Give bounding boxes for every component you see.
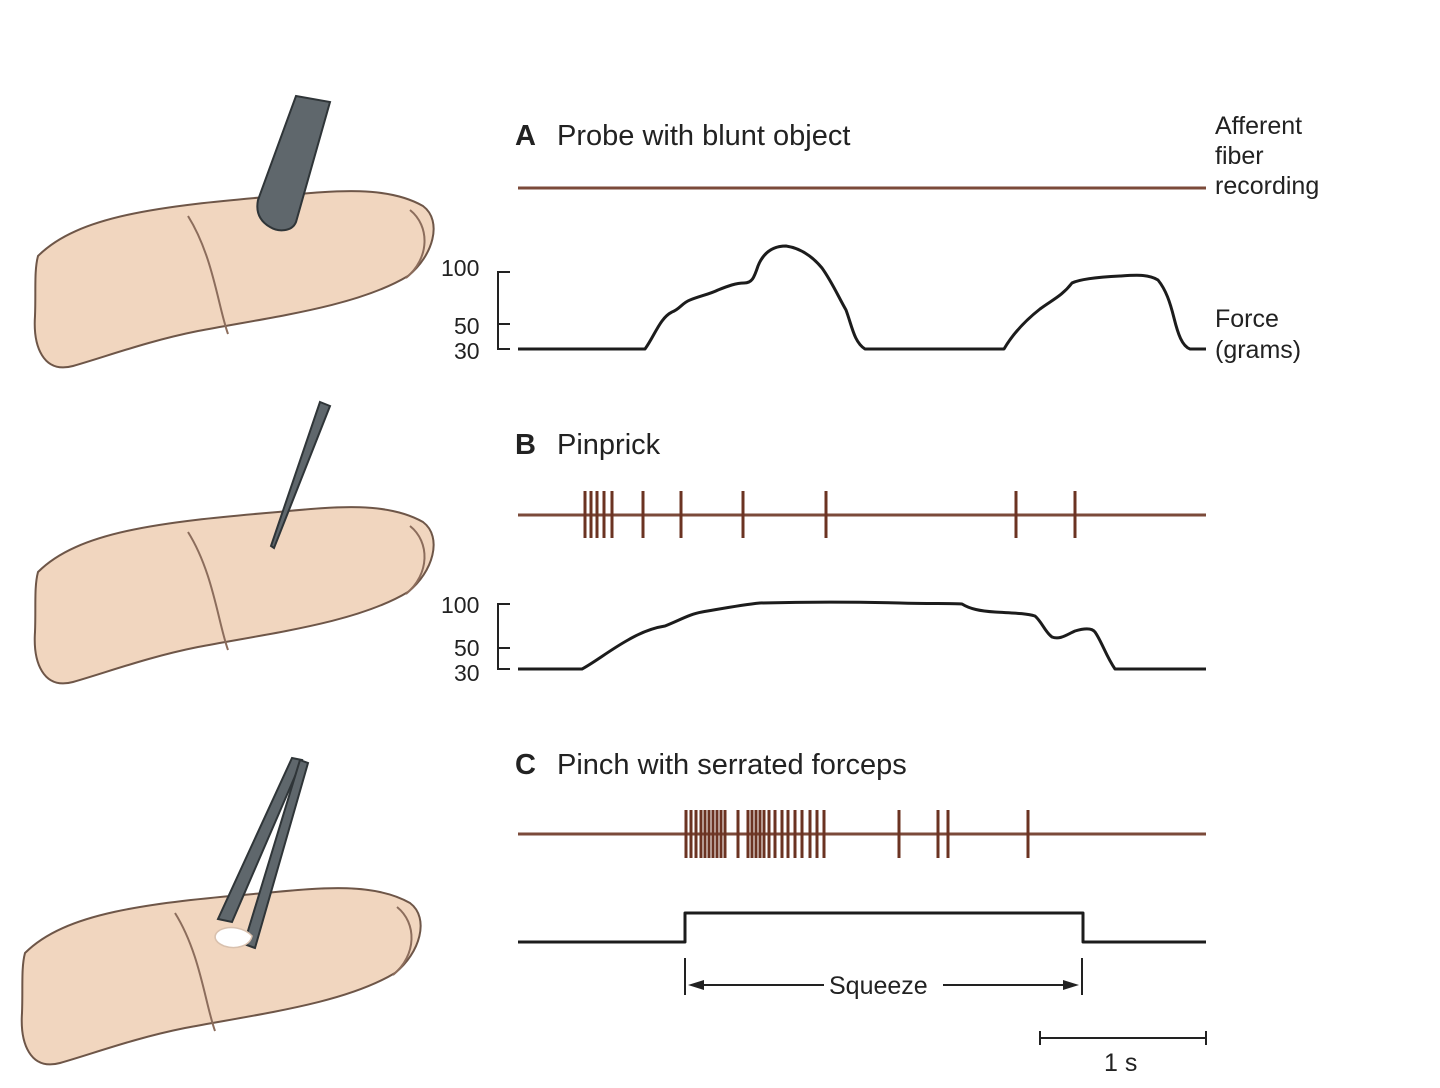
spike-train-c	[684, 810, 1030, 858]
spike-train-b	[583, 491, 1077, 538]
panel-b: B Pinprick 100 50 30	[33, 400, 1206, 686]
force-label-line-1: Force	[1215, 305, 1279, 333]
forceps-icon	[214, 756, 310, 950]
afferent-label-line-1: Afferent	[1215, 112, 1302, 140]
force-tick-100-b: 100	[441, 592, 479, 618]
force-tick-30-a: 30	[454, 338, 480, 364]
panel-letter-a: A	[515, 120, 536, 152]
force-trace-b	[518, 600, 1206, 671]
force-tick-50-a: 50	[454, 313, 480, 339]
panel-c: C Pinch with serrated forceps Squeeze 1 …	[20, 749, 1207, 1077]
finger-illustration-a	[33, 190, 435, 369]
afferent-label: Afferent fiber recording	[1215, 112, 1319, 200]
panel-title-a: Probe with blunt object	[557, 120, 850, 152]
time-scale-bar: 1 s	[1039, 1031, 1207, 1077]
force-label: Force (grams)	[1215, 305, 1301, 364]
finger-illustration-b	[33, 506, 435, 685]
panel-title-c: Pinch with serrated forceps	[557, 749, 907, 781]
force-scale-b: 100 50 30	[441, 592, 510, 686]
force-tick-30-b: 30	[454, 660, 480, 686]
panel-title-b: Pinprick	[557, 429, 661, 461]
afferent-label-line-2: fiber	[1215, 142, 1264, 170]
force-trace-a	[518, 244, 1206, 351]
afferent-label-line-3: recording	[1215, 172, 1319, 200]
force-tick-100-a: 100	[441, 255, 479, 281]
force-tick-50-b: 50	[454, 635, 480, 661]
time-scale-label: 1 s	[1104, 1049, 1137, 1077]
panel-a: A Probe with blunt object Afferent fiber…	[33, 94, 1319, 369]
blunt-probe-icon	[256, 94, 332, 232]
panel-letter-c: C	[515, 749, 536, 781]
pin-icon	[269, 400, 332, 550]
squeeze-indicator: Squeeze	[684, 958, 1083, 1000]
squeeze-label: Squeeze	[829, 972, 928, 1000]
force-trace-c	[518, 911, 1206, 944]
force-scale-a: 100 50 30	[441, 255, 510, 364]
force-label-line-2: (grams)	[1215, 336, 1301, 364]
panel-letter-b: B	[515, 429, 536, 461]
